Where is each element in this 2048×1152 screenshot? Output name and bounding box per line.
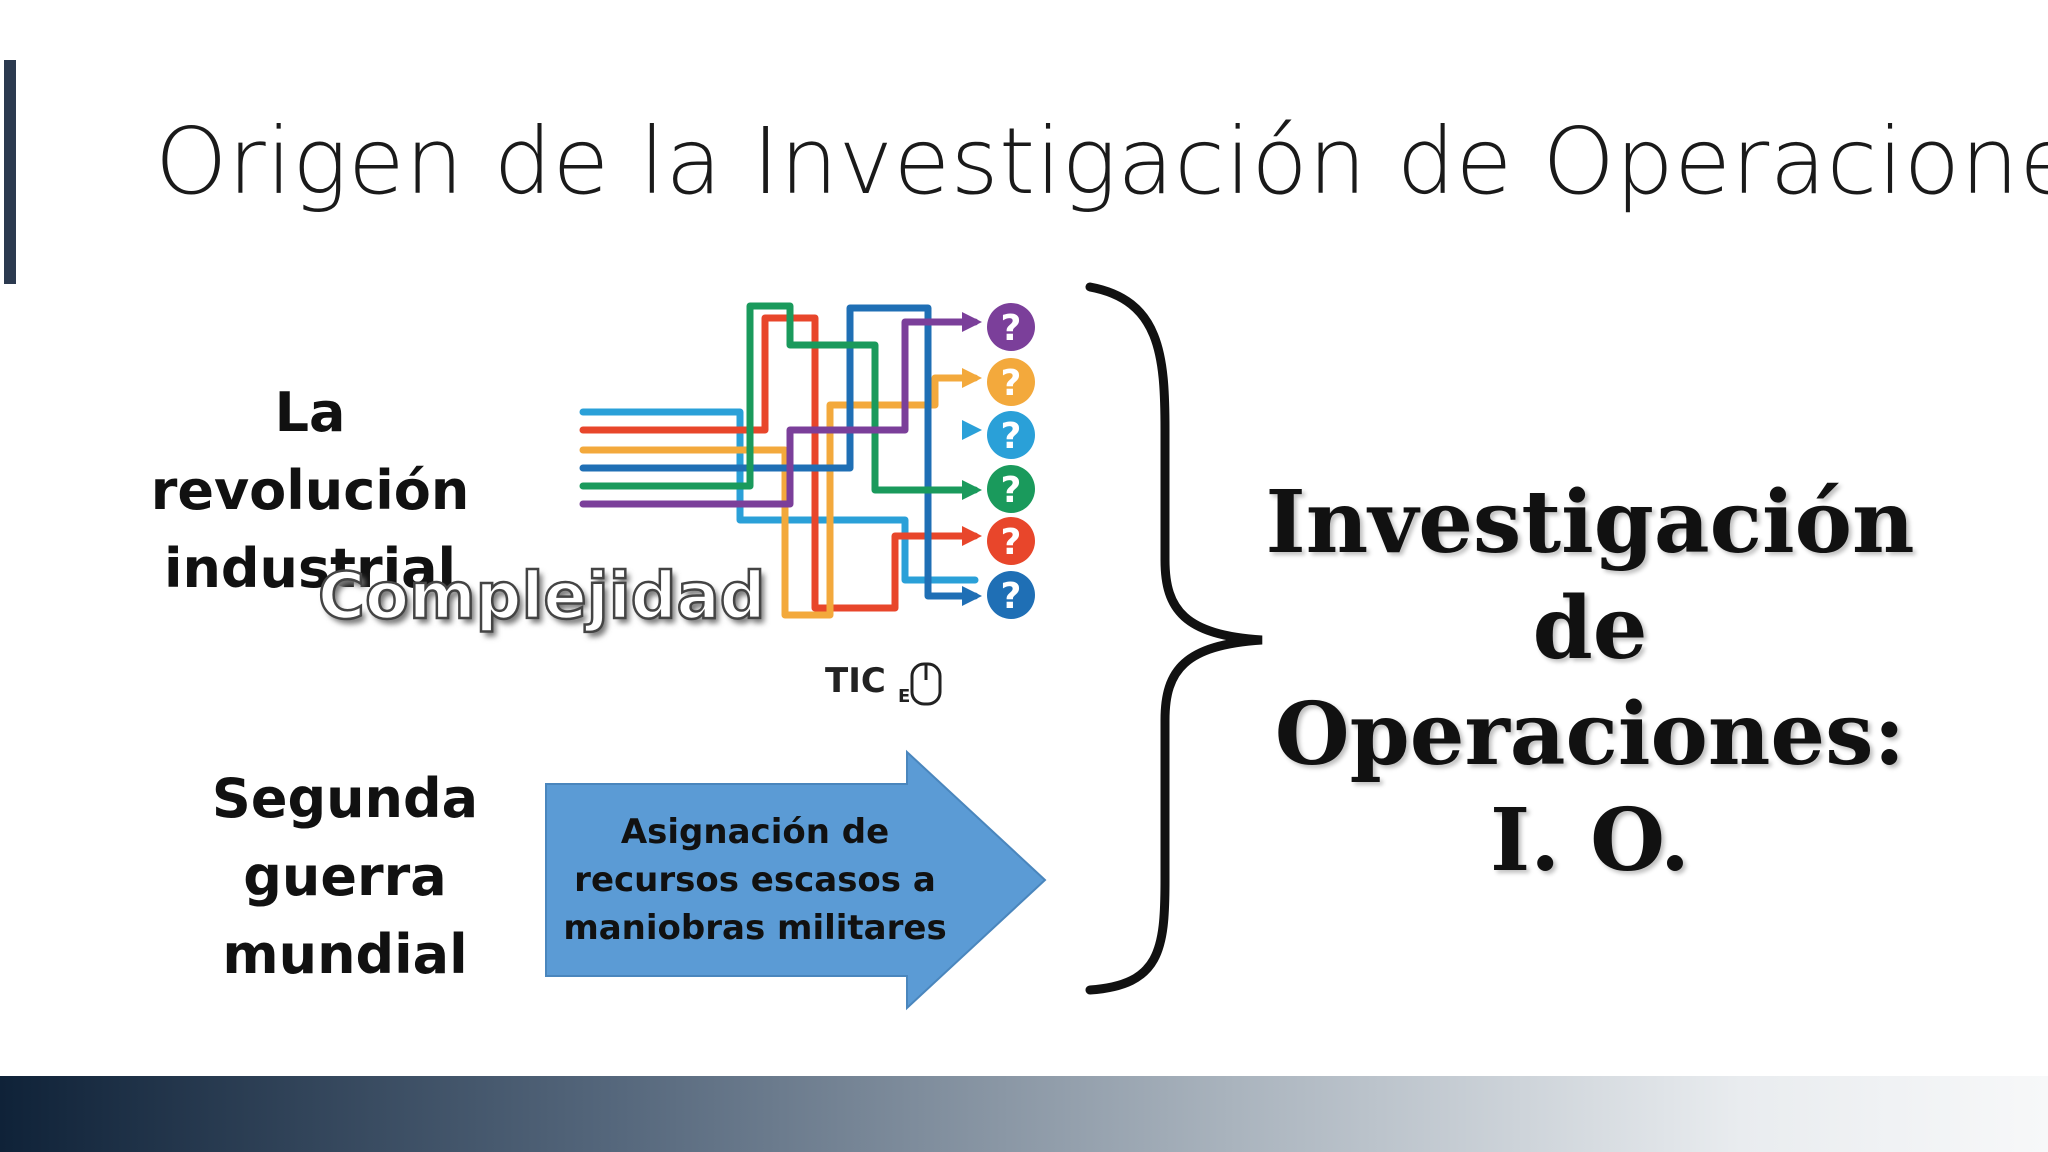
io-text-line: I. O. bbox=[1490, 790, 1690, 891]
footer-gradient-bar bbox=[0, 1076, 2048, 1152]
military-arrow-shape bbox=[545, 749, 1047, 1011]
slide-title: Origen de la Investigación de Operacione… bbox=[155, 108, 2048, 215]
tangle-line-yellow bbox=[579, 374, 979, 619]
io-text-line: Investigación de bbox=[1265, 472, 1915, 679]
tic-logo: TIC E bbox=[825, 661, 942, 707]
arrowhead-red bbox=[962, 526, 982, 546]
label-segunda-guerra-mundial: Segunda guerra mundial bbox=[180, 760, 510, 994]
question-mark: ? bbox=[1001, 308, 1022, 349]
question-circle-darkblue bbox=[987, 571, 1035, 619]
question-mark: ? bbox=[1001, 522, 1022, 563]
arrowhead-blue bbox=[962, 420, 982, 440]
label-line: industrial bbox=[163, 537, 457, 600]
label-line: La revolución bbox=[150, 381, 470, 522]
tangle-line-purple bbox=[579, 318, 979, 508]
question-circle-green bbox=[987, 465, 1035, 513]
label-line: mundial bbox=[222, 923, 468, 986]
question-circle-yellow bbox=[987, 358, 1035, 406]
arrowhead-green bbox=[962, 480, 982, 500]
question-mark: ? bbox=[1001, 470, 1022, 511]
complexity-word: Complejidad bbox=[318, 560, 765, 634]
arrow-text-line: maniobras militares bbox=[563, 908, 947, 948]
tangle-line-darkblue bbox=[579, 304, 979, 600]
tic-logo-text: TIC bbox=[825, 661, 886, 701]
curly-brace bbox=[1085, 282, 1263, 995]
military-arrow-text: Asignación de recursos escasos a maniobr… bbox=[555, 808, 955, 952]
arrowhead-purple bbox=[962, 312, 982, 332]
question-circle-red bbox=[987, 517, 1035, 565]
tangle-arrowheads bbox=[962, 312, 982, 606]
question-circle-blue bbox=[987, 411, 1035, 459]
label-line: guerra bbox=[243, 845, 447, 908]
complexity-lines-graphic bbox=[579, 302, 979, 619]
label-revolucion-industrial: La revolución industrial bbox=[110, 374, 510, 608]
tic-logo-subtext: E bbox=[898, 686, 910, 707]
title-accent-bar bbox=[4, 60, 16, 284]
complexity-word-shadow: Complejidad bbox=[322, 565, 769, 639]
tangle-line-red bbox=[579, 314, 979, 612]
tangle-line-green bbox=[579, 302, 979, 494]
tangle-line-blue bbox=[579, 408, 979, 584]
io-result-text: Investigación de Operaciones: I. O. bbox=[1215, 470, 1965, 894]
question-circles: ? ? ? ? ? ? bbox=[987, 303, 1035, 619]
label-line: Segunda bbox=[211, 767, 479, 830]
io-text-line: Operaciones: bbox=[1274, 684, 1906, 785]
arrowhead-yellow bbox=[962, 368, 982, 388]
question-mark: ? bbox=[1001, 576, 1022, 617]
question-mark: ? bbox=[1001, 416, 1022, 457]
arrow-text-line: Asignación de bbox=[620, 812, 890, 852]
arrowhead-darkblue bbox=[962, 586, 982, 606]
question-circle-purple bbox=[987, 303, 1035, 351]
question-mark: ? bbox=[1001, 363, 1022, 404]
arrow-text-line: recursos escasos a bbox=[574, 860, 936, 900]
